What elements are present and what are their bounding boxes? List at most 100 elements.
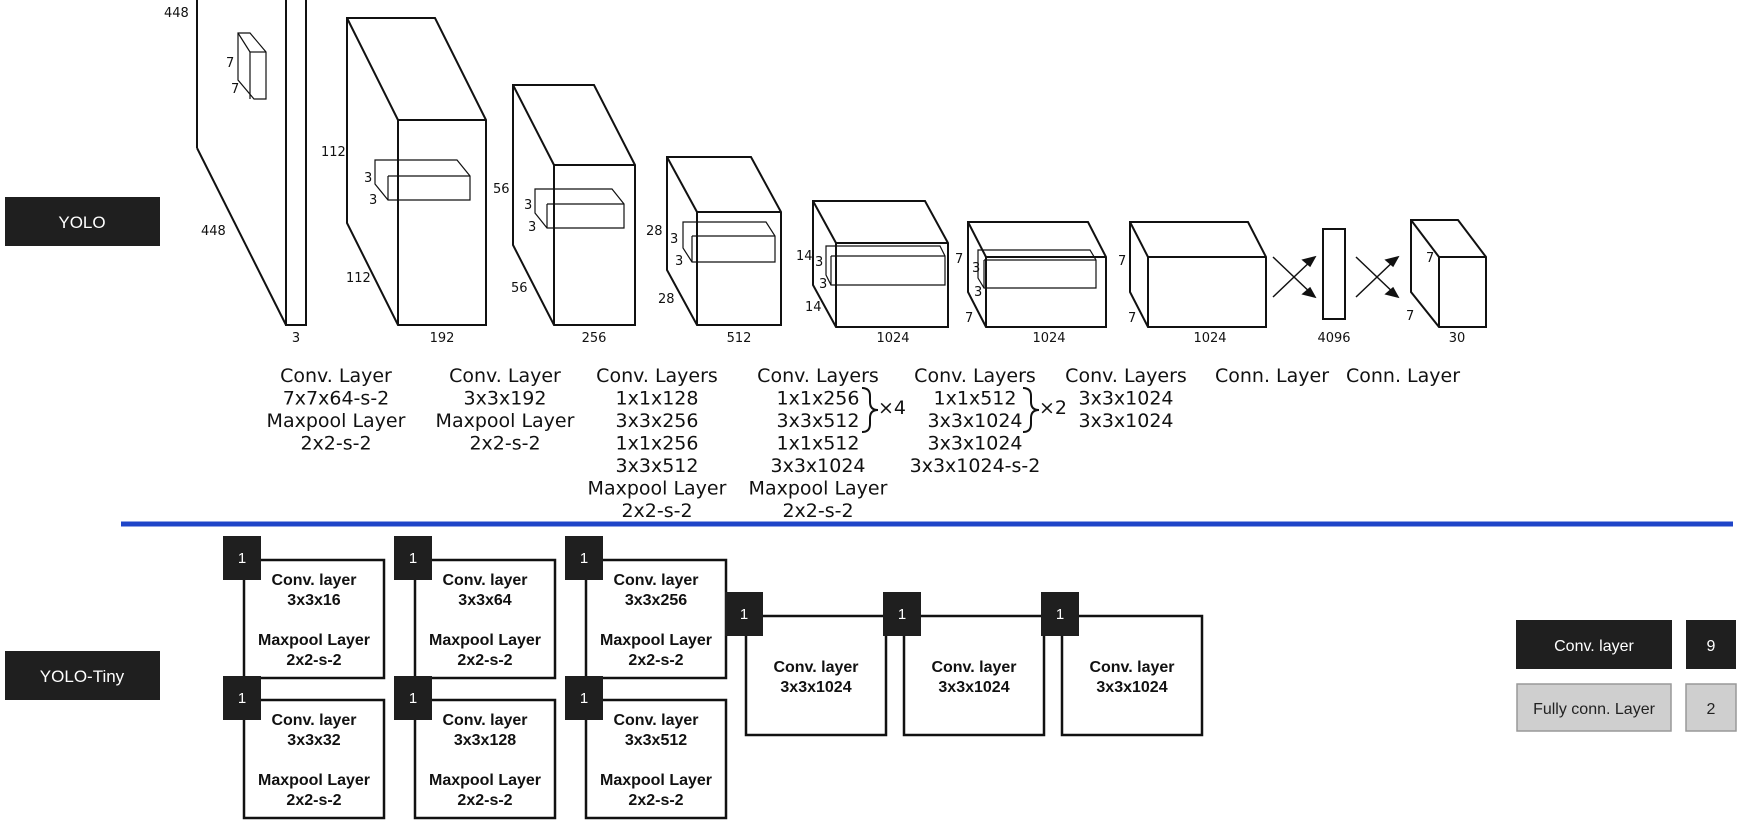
caption-layer-3-line-3: 1x1x512 bbox=[777, 433, 860, 455]
caption-layer-2-line-2: 3x3x256 bbox=[616, 410, 699, 432]
caption-layer-4-line-3: 3x3x1024 bbox=[927, 433, 1022, 455]
caption-layer-4-line-1: 1x1x512 bbox=[934, 388, 1017, 410]
tiny-layer-line: 3x3x1024 bbox=[938, 679, 1009, 696]
tiny-layer-badge bbox=[223, 676, 261, 720]
depth-0: 3 bbox=[292, 331, 300, 346]
tiny-layer-badge bbox=[1041, 592, 1079, 636]
tiny-layer-line: 3x3x128 bbox=[454, 732, 516, 749]
dim-k3-b: 3 bbox=[675, 254, 683, 269]
tiny-layer-line: 2x2-s-2 bbox=[628, 652, 683, 669]
legend: Conv. layer 9 Fully conn. Layer 2 bbox=[1516, 620, 1737, 732]
depth-3: 512 bbox=[727, 331, 752, 346]
legend-conv-label: Conv. layer bbox=[1554, 638, 1634, 655]
dim-k1-a: 3 bbox=[364, 171, 372, 186]
multiplier-x2: ×2 bbox=[1039, 397, 1067, 419]
volume-layer-4 bbox=[812, 200, 949, 328]
repeat-brace-x4: ×4 bbox=[861, 387, 906, 433]
tiny-layer-line: Conv. layer bbox=[1089, 659, 1174, 676]
caption-layer-5-line-1: 3x3x1024 bbox=[1078, 388, 1173, 410]
caption-layer-5-line-0: Conv. Layers bbox=[1065, 365, 1187, 387]
tiny-layer-badge bbox=[565, 676, 603, 720]
legend-conv: Conv. layer 9 bbox=[1516, 620, 1736, 669]
caption-layer-1-line-3: 2x2-s-2 bbox=[469, 433, 540, 455]
dim-k4-b: 3 bbox=[819, 277, 827, 292]
legend-fc-label: Fully conn. Layer bbox=[1533, 701, 1656, 718]
tiny-layer-badge-text: 1 bbox=[238, 550, 246, 567]
tiny-layer-badge-text: 1 bbox=[580, 550, 588, 567]
tiny-layer-line: Conv. layer bbox=[271, 572, 356, 589]
caption-layer-2-line-1: 1x1x128 bbox=[616, 388, 699, 410]
caption-layer-2-line-3: 1x1x256 bbox=[616, 433, 699, 455]
yolo-label: YOLO bbox=[5, 197, 160, 246]
caption-layer-5-line-2: 3x3x1024 bbox=[1078, 410, 1173, 432]
caption-layer-4-line-4: 3x3x1024-s-2 bbox=[910, 455, 1041, 477]
tiny-layer-line: 2x2-s-2 bbox=[628, 792, 683, 809]
caption-layer-2-line-5: Maxpool Layer bbox=[588, 478, 727, 500]
depth-4: 1024 bbox=[876, 331, 909, 346]
volume-layer-1 bbox=[346, 17, 487, 326]
caption-layer-3-line-2: 3x3x512 bbox=[777, 410, 860, 432]
caption-layer-7-line-0: Conn. Layer bbox=[1346, 365, 1460, 387]
volume-layer-2 bbox=[512, 84, 636, 326]
caption-layer-4-line-2: 3x3x1024 bbox=[927, 410, 1022, 432]
dim-k5-a: 3 bbox=[972, 261, 980, 276]
caption-layer-1-line-1: 3x3x192 bbox=[464, 388, 547, 410]
tiny-layer-line: Conv. layer bbox=[613, 712, 698, 729]
dim-k4-a: 3 bbox=[815, 255, 823, 270]
dim-l3-w: 28 bbox=[646, 224, 663, 239]
dim-l1-h: 112 bbox=[346, 271, 371, 286]
dim-k3-a: 3 bbox=[670, 232, 678, 247]
tiny-layer-line: Conv. layer bbox=[931, 659, 1016, 676]
yolo-tiny-label-text: YOLO-Tiny bbox=[40, 667, 125, 686]
dim-k5-b: 3 bbox=[974, 285, 982, 300]
multiplier-x4: ×4 bbox=[878, 397, 906, 419]
caption-layer-3-line-5: Maxpool Layer bbox=[749, 478, 888, 500]
tiny-layer-line: 2x2-s-2 bbox=[286, 652, 341, 669]
caption-layer-4-line-0: Conv. Layers bbox=[914, 365, 1036, 387]
yolo-dimension-labels: 448 448 7 7 112 112 3 3 56 56 3 3 28 28 … bbox=[164, 6, 1465, 346]
dim-l2-h: 56 bbox=[511, 281, 528, 296]
tiny-layer-badge bbox=[223, 536, 261, 580]
yolo-volumes bbox=[196, 0, 1487, 328]
legend-conv-count: 9 bbox=[1707, 638, 1716, 655]
dense-connection-arrows bbox=[1272, 255, 1400, 299]
dim-l8-h: 7 bbox=[1406, 309, 1414, 324]
dim-l8-w: 7 bbox=[1426, 251, 1434, 266]
tiny-layer-line: Maxpool Layer bbox=[429, 772, 541, 789]
tiny-layer-badge-text: 1 bbox=[238, 690, 246, 707]
dim-l6-w: 7 bbox=[1118, 254, 1126, 269]
dim-k2-b: 3 bbox=[528, 220, 536, 235]
tiny-layer-line: 3x3x64 bbox=[458, 592, 511, 609]
caption-layer-3-line-0: Conv. Layers bbox=[757, 365, 879, 387]
dim-k1-b: 3 bbox=[369, 193, 377, 208]
tiny-layer-line: Maxpool Layer bbox=[258, 632, 370, 649]
volume-layer-3 bbox=[666, 156, 782, 326]
dim-input-h: 448 bbox=[201, 224, 226, 239]
dim-l4-h: 14 bbox=[805, 300, 822, 315]
depth-5: 1024 bbox=[1032, 331, 1065, 346]
caption-layer-0-line-0: Conv. Layer bbox=[280, 365, 392, 387]
tiny-layer-line: Maxpool Layer bbox=[600, 632, 712, 649]
dim-l5-h: 7 bbox=[965, 311, 973, 326]
tiny-layer-badge-text: 1 bbox=[1056, 606, 1064, 623]
caption-layer-2-line-6: 2x2-s-2 bbox=[621, 500, 692, 522]
dim-l5-w: 7 bbox=[955, 252, 963, 267]
depth-1: 192 bbox=[430, 331, 455, 346]
dim-k0-a: 7 bbox=[226, 56, 234, 71]
dim-k0-b: 7 bbox=[231, 82, 239, 97]
tiny-layer-badge-text: 1 bbox=[409, 690, 417, 707]
caption-layer-3-line-6: 2x2-s-2 bbox=[782, 500, 853, 522]
tiny-layer-line: 2x2-s-2 bbox=[457, 792, 512, 809]
tiny-layer-line: 3x3x16 bbox=[287, 592, 340, 609]
depth-7: 4096 bbox=[1317, 331, 1350, 346]
